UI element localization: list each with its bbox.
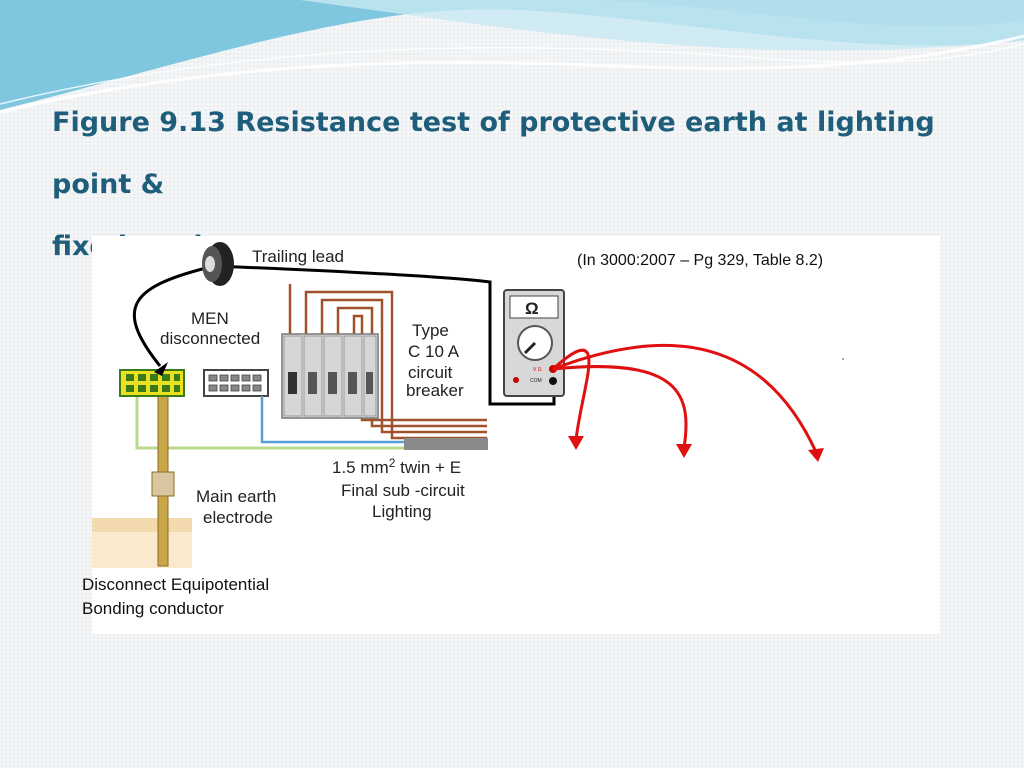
earth-bar (119, 369, 185, 397)
electrode-label-line2: electrode (203, 508, 273, 527)
men-label-line1: MEN (191, 309, 229, 328)
meter-com-label: COM (530, 378, 542, 384)
earth-test-diagram: Ω V Ω COM Trailing lead MEN disconnected… (92, 242, 844, 568)
breaker-label-line4: breaker (406, 381, 464, 400)
earth-conductor (135, 394, 487, 450)
header-wave-banner (0, 0, 1024, 114)
men-label-line2: disconnected (160, 329, 260, 348)
bonding-note-line2: Bonding conductor (82, 599, 224, 618)
meter-ohm-symbol: Ω (525, 299, 539, 318)
cable-label-line3: Lighting (372, 502, 432, 521)
neutral-bar (203, 369, 269, 397)
trailing-lead-label: Trailing lead (252, 247, 344, 266)
diagram-panel: Ω V Ω COM Trailing lead MEN disconnected… (92, 236, 940, 634)
standard-reference: (In 3000:2007 – Pg 329, Table 8.2) (577, 252, 824, 269)
meter-vohm-label: V Ω (533, 367, 542, 373)
ohmmeter (503, 289, 565, 397)
test-leads (551, 343, 818, 453)
cable-label-line2: Final sub -circuit (341, 481, 465, 500)
bonding-note: Disconnect Equipotential Bonding conduct… (82, 573, 342, 621)
trailing-lead-wire (132, 264, 556, 406)
breaker-label-line1: Type (412, 321, 449, 340)
breaker-label-line3: circuit (408, 363, 453, 382)
breaker-label-line2: C 10 A (408, 342, 460, 361)
cable-label-line1: 1.5 mm2 twin + E (332, 456, 461, 477)
trailing-lead-reel (202, 242, 234, 286)
lighting-cable (404, 438, 488, 450)
title-line-1: Figure 9.13 Resistance test of protectiv… (52, 107, 935, 200)
circuit-breakers (281, 333, 379, 419)
electrode-label-line1: Main earth (196, 487, 276, 506)
bonding-note-line1: Disconnect Equipotential (82, 575, 270, 594)
